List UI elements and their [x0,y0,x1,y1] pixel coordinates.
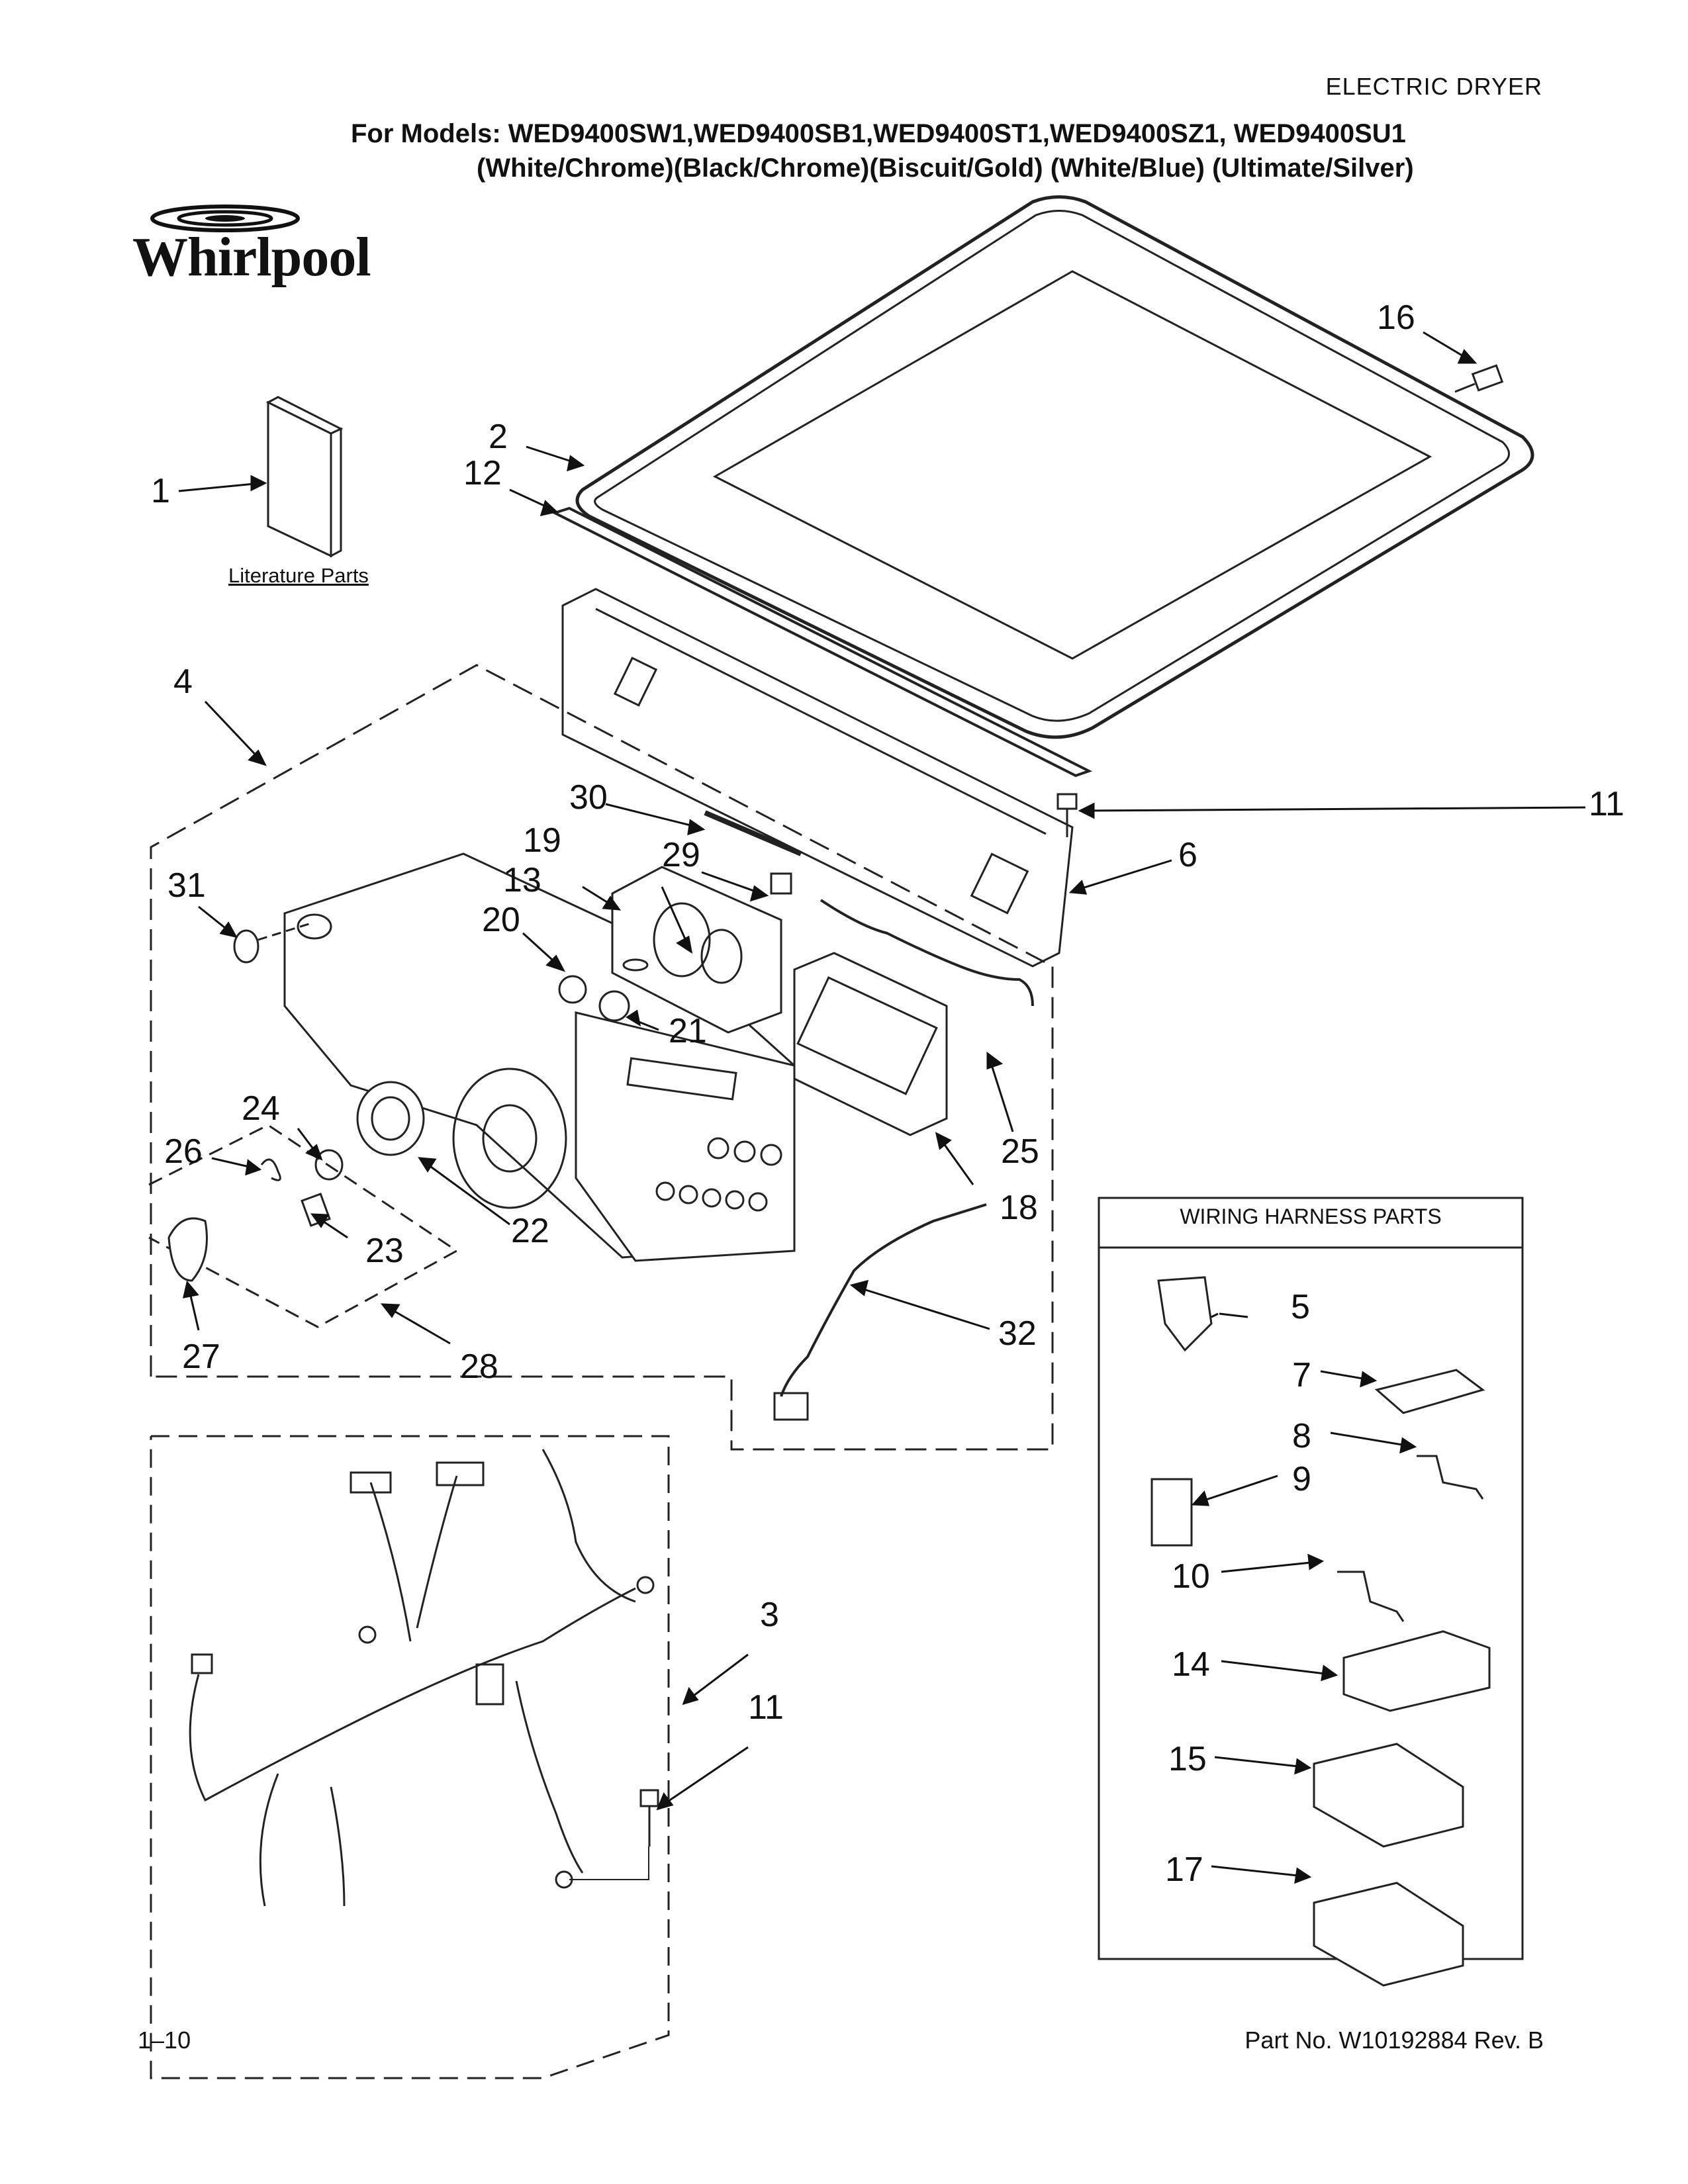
callout-5: 5 [1291,1288,1310,1326]
wiring-harness-title: WIRING HARNESS PARTS [1180,1205,1442,1228]
callout-20: 20 [482,901,520,939]
strip-12 [551,506,1093,778]
callout-6: 6 [1178,836,1197,874]
screw-16 [1454,364,1504,393]
callout-3: 3 [760,1596,779,1634]
colors-line: (White/Chrome)(Black/Chrome)(Biscuit/Gol… [477,154,1414,183]
part-24 [314,1149,344,1181]
callout-13: 13 [503,861,541,899]
callout-2: 2 [489,418,508,456]
part-9 [1150,1478,1193,1547]
callout-28: 28 [460,1347,498,1386]
wiring-harness-box [1098,1197,1524,1960]
logo-wordmark: Whirlpool [132,226,371,288]
harness-25 [820,899,1034,1007]
models-line: For Models: WED9400SW1,WED9400SB1,WED940… [351,119,1406,148]
main-harness-3 [189,1449,655,1907]
callout-4: 4 [173,662,193,701]
callout-21: 21 [669,1012,707,1050]
swirl-icon [150,205,300,232]
page-number: 1–10 [138,2026,191,2054]
part-10 [1337,1570,1405,1622]
part-31 [233,929,259,964]
callout-30: 30 [569,778,608,817]
whirlpool-logo: Whirlpool [132,199,384,291]
connector-32 [773,1392,809,1421]
callout-22: 22 [511,1212,549,1250]
screw-11-bottom [569,1789,659,1880]
top-panel [575,195,1534,739]
callout-9: 9 [1292,1460,1311,1498]
callout-29: 29 [662,836,700,874]
callout-11-bottom: 11 [748,1688,784,1727]
callout-24: 24 [242,1089,280,1128]
part-7 [1374,1369,1485,1414]
knob-22 [356,1081,425,1156]
callout-1: 1 [151,472,170,510]
callout-32: 32 [998,1314,1037,1353]
callout-15: 15 [1168,1740,1207,1778]
callout-26: 26 [164,1132,203,1171]
part-number: Part No. W10192884 Rev. B [1244,2026,1544,2054]
part-13 [622,958,649,972]
part-5 [1157,1276,1213,1352]
control-board-19 [611,866,782,1034]
callout-14: 14 [1172,1645,1210,1684]
board-18 [793,952,948,1136]
callout-18: 18 [1000,1189,1038,1227]
part-8 [1417,1455,1484,1500]
literature-book [265,396,344,558]
part-31-guide [258,922,312,941]
part-17 [1313,1882,1464,1987]
console-frame [561,588,1074,968]
callout-19: 19 [523,821,561,860]
callout-27: 27 [182,1338,220,1376]
part-15 [1313,1743,1464,1848]
appliance-type: ELECTRIC DRYER [1325,73,1542,100]
callout-8: 8 [1292,1417,1311,1455]
callout-11-top: 11 [1589,785,1624,823]
harness-32 [780,1203,987,1397]
part-21 [598,990,630,1022]
callout-10: 10 [1172,1557,1210,1596]
part-20 [558,975,587,1004]
assembly-3-boundary [150,1435,670,2079]
screw-11-top [1056,793,1078,837]
part-26 [260,1158,281,1181]
literature-parts-label: Literature Parts [228,564,369,587]
part-23 [301,1193,331,1227]
callout-25: 25 [1001,1132,1039,1171]
strap-30 [704,810,802,856]
part-14 [1342,1630,1491,1712]
callout-23: 23 [365,1232,404,1270]
callout-16: 16 [1377,298,1415,337]
callout-17: 17 [1165,1850,1203,1889]
knob-27 [167,1217,208,1282]
callout-31: 31 [167,866,206,905]
callout-7: 7 [1292,1356,1311,1394]
assembly-4-boundary [150,664,1054,1451]
clip-29 [770,872,792,895]
callout-12: 12 [463,454,502,492]
